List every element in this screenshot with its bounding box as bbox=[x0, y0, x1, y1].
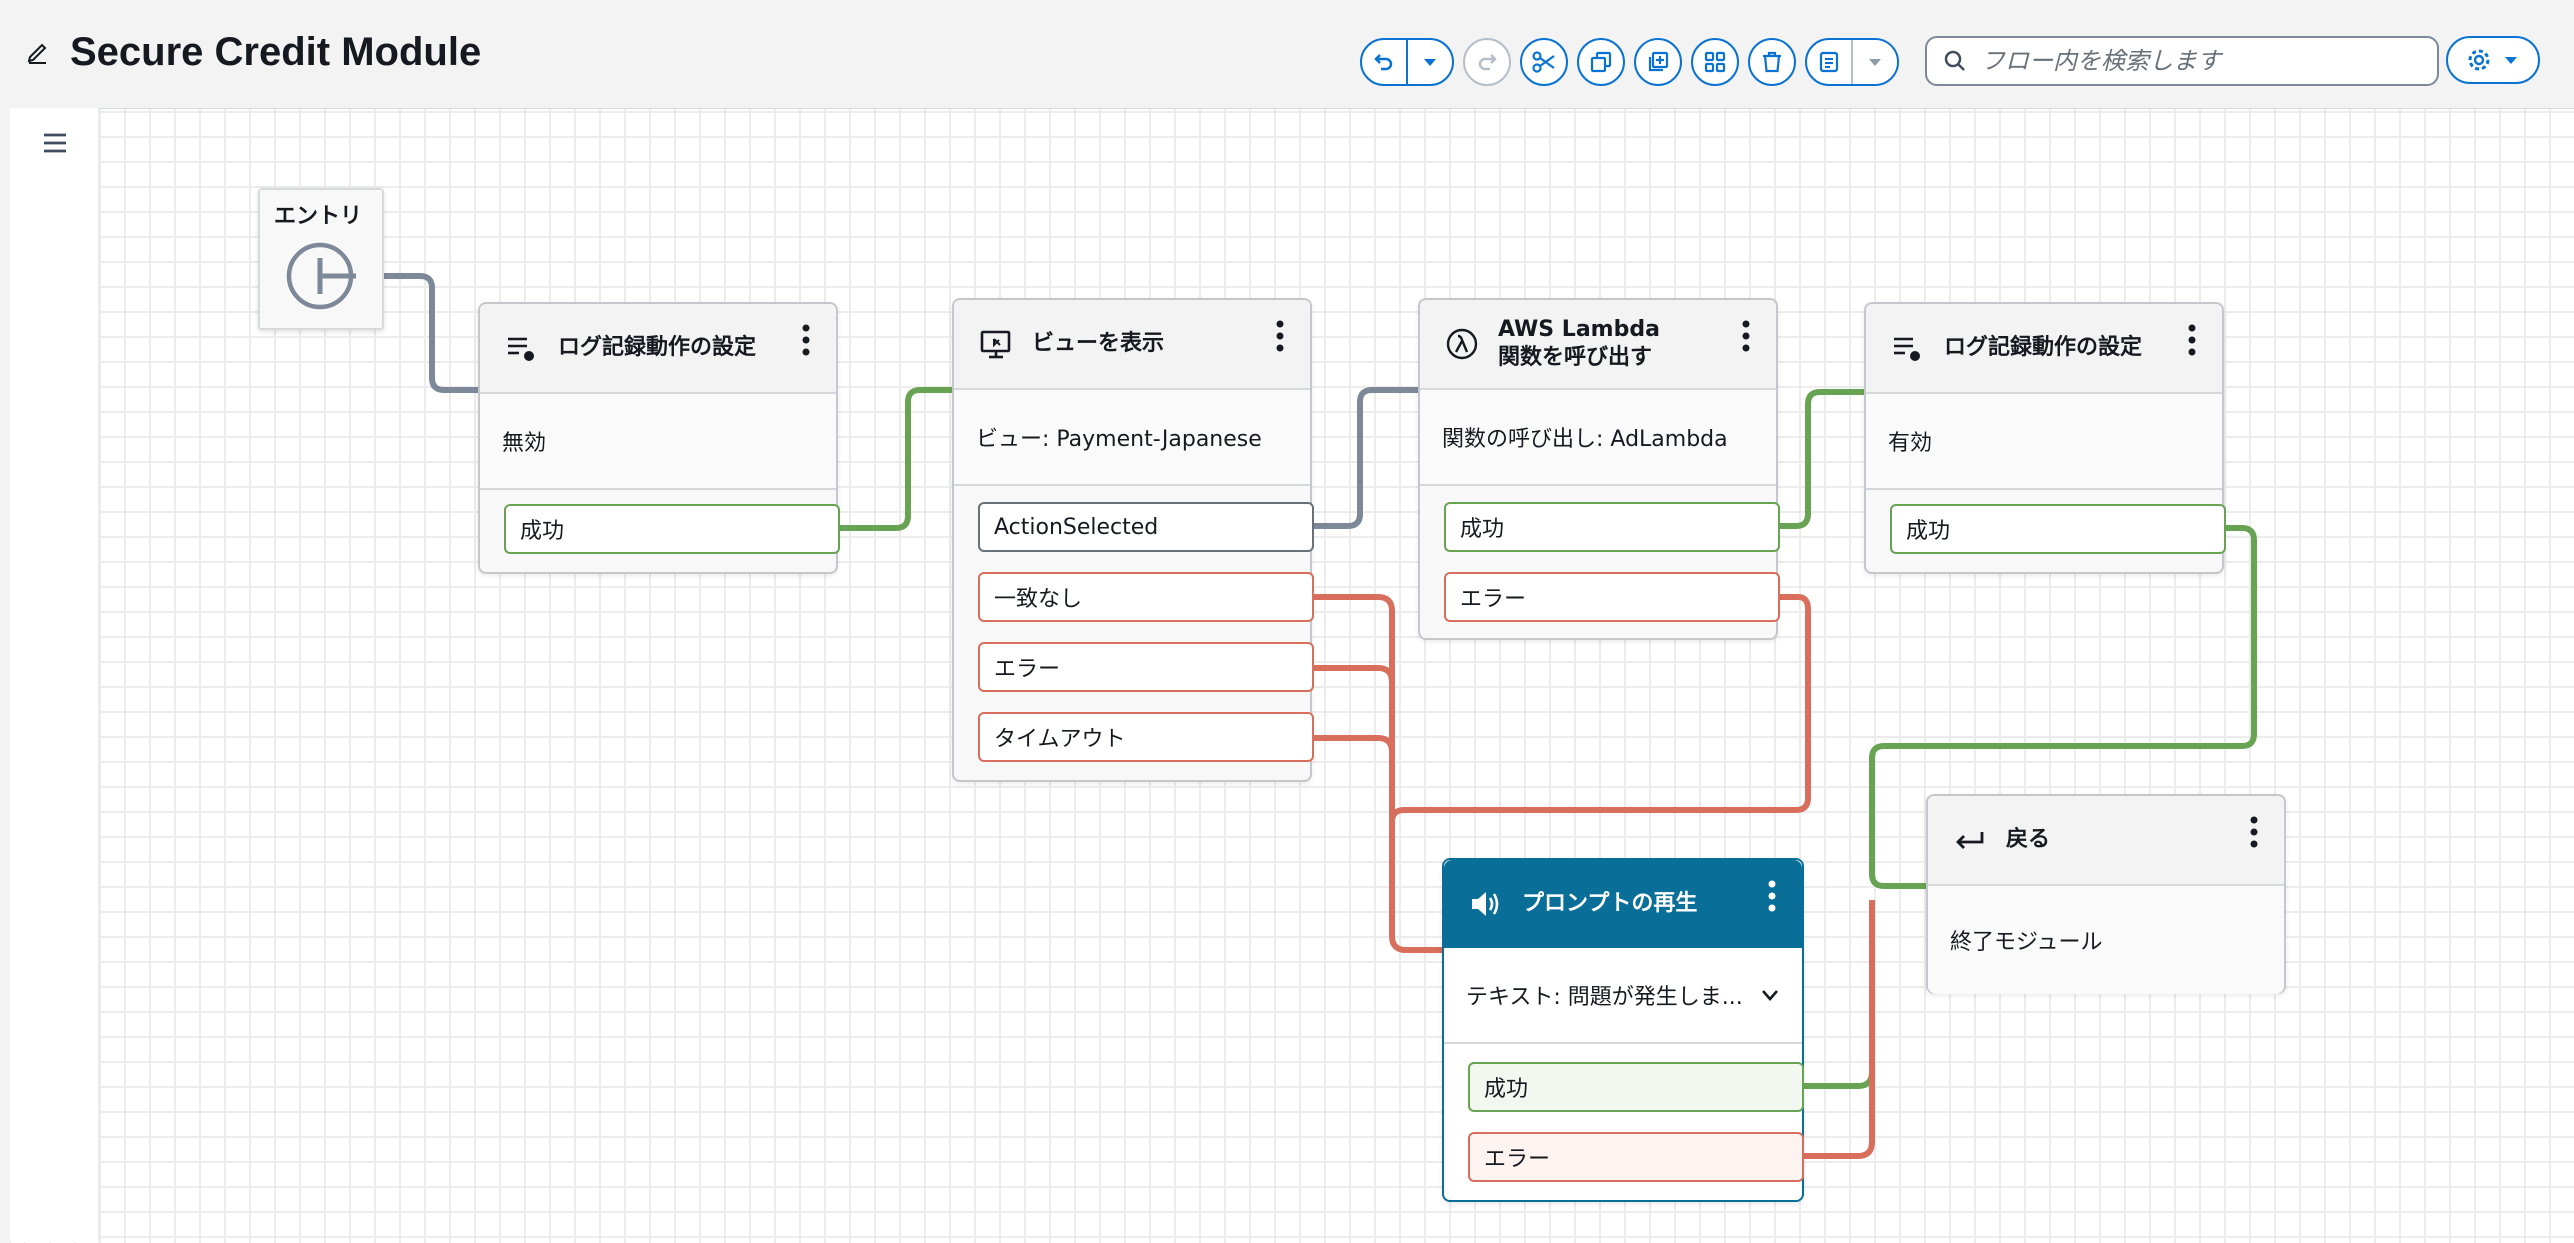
port-success[interactable]: 成功 bbox=[1468, 1062, 1804, 1112]
undo-button[interactable] bbox=[1362, 40, 1406, 84]
return-arrow-icon bbox=[1950, 820, 1990, 860]
flow-search bbox=[1925, 36, 2439, 86]
port-no-match[interactable]: 一致なし bbox=[978, 572, 1314, 622]
paste-button[interactable] bbox=[1634, 38, 1682, 86]
toolbar bbox=[1360, 36, 1908, 88]
chevron-down-icon[interactable] bbox=[1760, 985, 1780, 1005]
more-options-icon[interactable] bbox=[1768, 880, 1776, 912]
search-input[interactable] bbox=[1979, 46, 2423, 76]
port-error[interactable]: エラー bbox=[978, 642, 1314, 692]
entry-label: エントリ bbox=[274, 204, 363, 229]
block-header: ログ記録動作の設定 bbox=[1866, 304, 2222, 394]
speaker-icon bbox=[1466, 884, 1506, 924]
show-view-block[interactable]: ビューを表示 ビュー: Payment-Japanese ActionSelec… bbox=[952, 298, 1314, 782]
notes-button[interactable] bbox=[1807, 40, 1851, 84]
gear-icon bbox=[2468, 49, 2490, 71]
return-block[interactable]: 戻る 終了モジュール bbox=[1926, 794, 2286, 994]
scissors-icon bbox=[1532, 51, 1555, 73]
log-icon bbox=[502, 328, 542, 368]
paste-icon bbox=[1648, 51, 1669, 72]
log-settings-block-1[interactable]: ログ記録動作の設定 無効 成功 bbox=[478, 302, 840, 574]
block-body: 無効 bbox=[480, 394, 836, 490]
more-options-icon[interactable] bbox=[802, 324, 810, 356]
port-success[interactable]: 成功 bbox=[1890, 504, 2226, 554]
arrange-button[interactable] bbox=[1691, 38, 1739, 86]
search-icon bbox=[1944, 50, 1965, 71]
port-error[interactable]: エラー bbox=[1468, 1132, 1804, 1182]
copy-button[interactable] bbox=[1577, 38, 1625, 86]
caret-down-icon bbox=[2505, 57, 2517, 64]
block-body: 終了モジュール bbox=[1928, 886, 2284, 994]
port-success[interactable]: 成功 bbox=[504, 504, 840, 554]
block-body: 関数の呼び出し: AdLambda bbox=[1420, 390, 1776, 486]
notes-dropdown-button[interactable] bbox=[1851, 40, 1897, 84]
more-options-icon[interactable] bbox=[2250, 816, 2258, 848]
block-title: ログ記録動作の設定 bbox=[558, 335, 757, 360]
cut-button[interactable] bbox=[1520, 38, 1568, 86]
settings-dropdown-button[interactable] bbox=[2446, 36, 2540, 84]
log-settings-block-2[interactable]: ログ記録動作の設定 有効 成功 bbox=[1864, 302, 2226, 574]
title-line-1: AWS Lambda bbox=[1498, 317, 1660, 342]
undo-icon bbox=[1374, 54, 1393, 71]
port-error[interactable]: エラー bbox=[1444, 572, 1780, 622]
title-area: Secure Credit Module bbox=[26, 30, 481, 75]
prompt-text: テキスト: 問題が発生しま... bbox=[1466, 985, 1743, 1010]
more-options-icon[interactable] bbox=[1742, 320, 1750, 352]
port-action-selected[interactable]: ActionSelected bbox=[978, 502, 1314, 552]
block-header: プロンプトの再生 bbox=[1444, 860, 1802, 948]
more-options-icon[interactable] bbox=[1276, 320, 1284, 352]
copy-icon bbox=[1590, 51, 1612, 73]
block-body: 有効 bbox=[1866, 394, 2222, 490]
notes-split-button bbox=[1805, 38, 1899, 86]
block-header: ビューを表示 bbox=[954, 300, 1310, 390]
page-title: Secure Credit Module bbox=[70, 30, 482, 74]
lambda-icon bbox=[1442, 324, 1482, 364]
header: Secure Credit Module bbox=[0, 0, 2574, 108]
grid-icon bbox=[1704, 51, 1726, 73]
invoke-lambda-block[interactable]: AWS Lambda 関数を呼び出す 関数の呼び出し: AdLambda 成功 エ… bbox=[1418, 298, 1780, 640]
undo-dropdown-button[interactable] bbox=[1406, 40, 1452, 84]
block-header: ログ記録動作の設定 bbox=[480, 304, 836, 394]
more-options-icon[interactable] bbox=[2188, 324, 2196, 356]
port-timeout[interactable]: タイムアウト bbox=[978, 712, 1314, 762]
block-body[interactable]: テキスト: 問題が発生しま... bbox=[1444, 948, 1802, 1044]
menu-icon[interactable] bbox=[42, 130, 68, 156]
port-success[interactable]: 成功 bbox=[1444, 502, 1780, 552]
block-title: 戻る bbox=[2006, 827, 2051, 852]
block-title: ビューを表示 bbox=[1032, 331, 1165, 356]
undo-split-button bbox=[1360, 38, 1454, 86]
block-title: AWS Lambda 関数を呼び出す bbox=[1498, 316, 1660, 372]
edit-icon[interactable] bbox=[26, 41, 50, 65]
redo-button[interactable] bbox=[1463, 38, 1511, 86]
block-body: ビュー: Payment-Japanese bbox=[954, 390, 1310, 486]
caret-down-icon bbox=[1424, 59, 1436, 66]
redo-icon bbox=[1478, 54, 1497, 71]
block-header: AWS Lambda 関数を呼び出す bbox=[1420, 300, 1776, 390]
block-title: プロンプトの再生 bbox=[1522, 891, 1698, 916]
trash-icon bbox=[1763, 51, 1781, 73]
block-title: ログ記録動作の設定 bbox=[1944, 335, 2143, 360]
play-prompt-block[interactable]: プロンプトの再生 テキスト: 問題が発生しま... 成功 エラー bbox=[1442, 858, 1804, 1202]
title-line-2: 関数を呼び出す bbox=[1498, 345, 1653, 370]
notes-icon bbox=[1819, 51, 1839, 73]
delete-button[interactable] bbox=[1748, 38, 1796, 86]
side-panel bbox=[10, 108, 100, 1242]
entry-block[interactable]: エントリ bbox=[258, 188, 384, 330]
monitor-icon bbox=[976, 324, 1016, 364]
block-header: 戻る bbox=[1928, 796, 2284, 886]
caret-down-icon bbox=[1869, 59, 1881, 66]
log-icon bbox=[1888, 328, 1928, 368]
entry-icon bbox=[286, 242, 356, 310]
